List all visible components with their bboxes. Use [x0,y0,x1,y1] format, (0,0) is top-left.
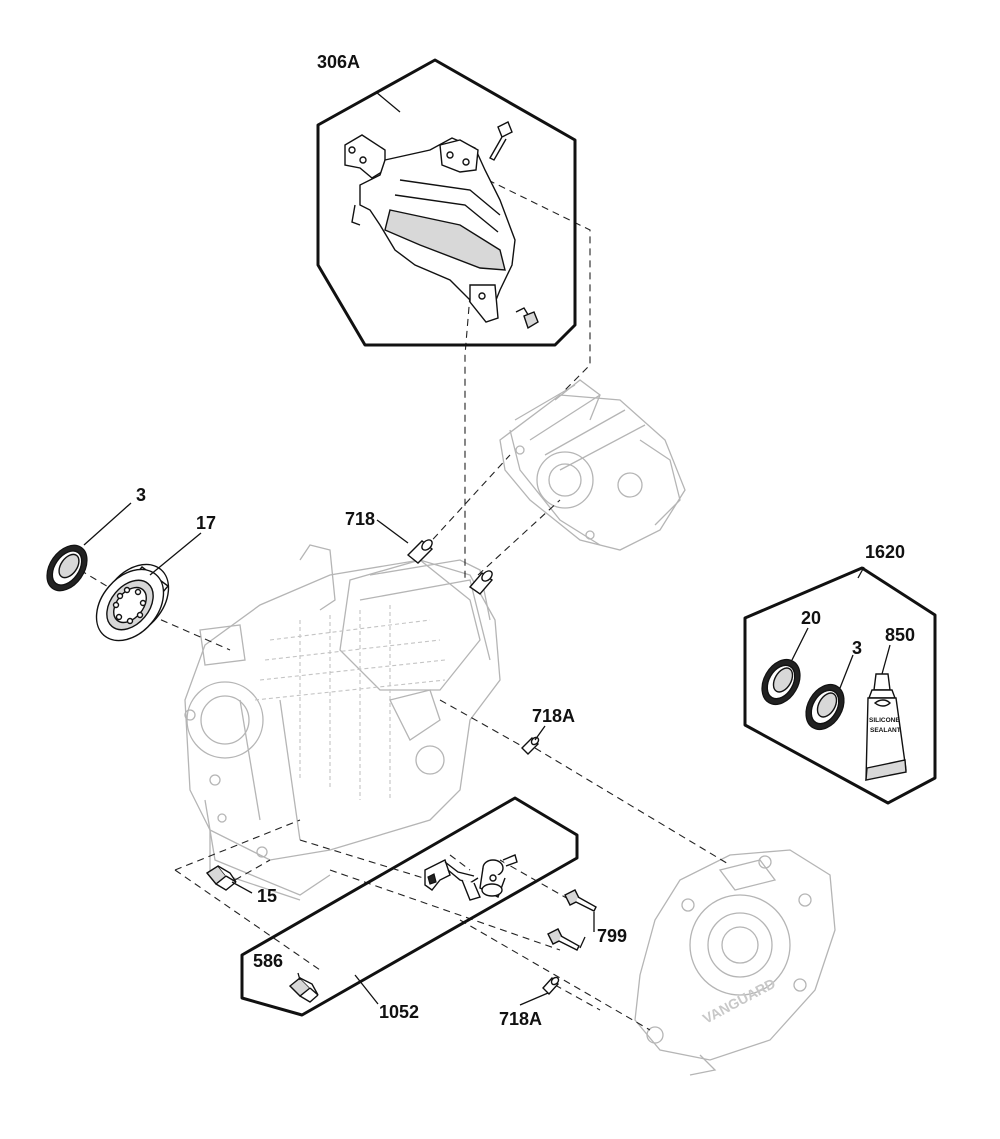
sealant-label-line1: SILICONE [869,717,900,724]
callout-15: 15 [257,886,277,906]
crankcase-cover-ghost: VANGUARD [634,849,836,1076]
dowel-pin-718-b [468,570,494,595]
callout-718a-bottom: 718A [499,1009,542,1029]
explosion-lines [79,179,731,1031]
kit-outline-1620 [743,566,937,805]
heat-shield-screw-bottom [515,307,539,330]
callout-850: 850 [885,625,915,645]
callout-1620: 1620 [865,542,905,562]
kit-outline-306a [316,58,577,347]
sealant-tube-850: SILICONE SEALANT [865,673,907,781]
screw-799-a [564,889,597,912]
bearing-17 [95,563,170,642]
plug-586 [288,977,319,1003]
oil-seal-3 [46,544,88,592]
callout-799: 799 [597,926,627,946]
engine-crankcase-ghost [184,544,501,901]
callouts: 306A 3 17 718 1620 20 3 850 718A 15 799 … [136,52,915,1029]
callout-17: 17 [196,513,216,533]
seal-3-kit [805,683,845,731]
heat-shield-screw-top [489,121,513,161]
kit-outline-1052 [240,796,579,1017]
callout-3-left: 3 [136,485,146,505]
heat-shield [344,134,516,323]
callout-20: 20 [801,608,821,628]
drain-plug-15 [205,865,237,891]
callout-718a-top: 718A [532,706,575,726]
sealant-label-line2: SEALANT [870,727,901,734]
svg-text:VANGUARD: VANGUARD [700,975,778,1027]
callout-3-kit: 3 [852,638,862,658]
dowel-pin-718-a [406,539,434,564]
callout-586: 586 [253,951,283,971]
dowel-pin-718a-top [521,736,540,755]
seal-20 [761,658,801,706]
callout-1052: 1052 [379,1002,419,1022]
screw-799-b [547,928,580,951]
leader-lines [83,91,891,1006]
callout-306a: 306A [317,52,360,72]
cylinder-head-ghost [499,379,686,551]
dowel-pin-718a-bottom [542,976,560,996]
callout-718: 718 [345,509,375,529]
governor-assembly [424,854,518,901]
